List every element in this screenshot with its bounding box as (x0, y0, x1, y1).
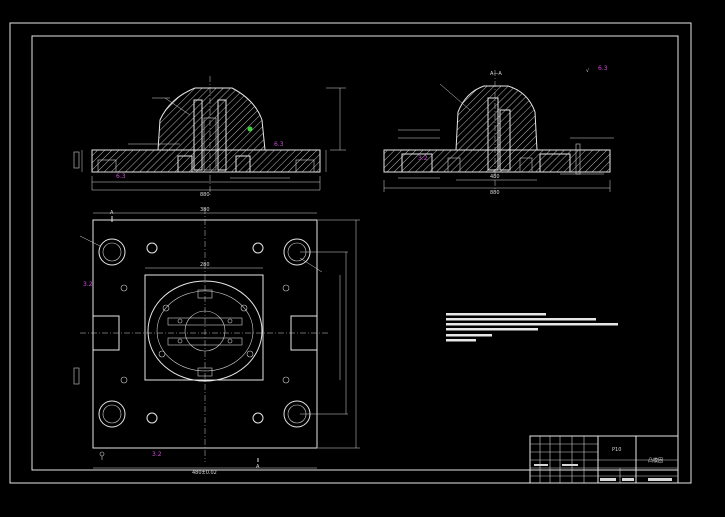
section-view: A—A 880 480 3.2 (383, 70, 614, 196)
svg-text:6.3: 6.3 (274, 141, 284, 148)
plan-cut-mark-bottom: A (256, 464, 260, 470)
front-core-slot-right (217, 99, 227, 171)
front-dome (157, 87, 266, 151)
plan-cut-mark-top: A (110, 210, 114, 216)
section-cut-label: A—A (490, 71, 502, 77)
section-roughness-mark: 3.2 (418, 155, 428, 162)
plan-bottom-dim: 480±0.02 (192, 470, 217, 476)
technical-notes (446, 313, 618, 342)
plan-roughness-mark: 3.2 (83, 281, 93, 288)
title-block-label: P10 (612, 447, 621, 453)
plan-top-dim: 380 (200, 207, 210, 213)
section-inner-dim: 480 (490, 174, 500, 180)
surface-finish-value: 6.3 (598, 65, 608, 72)
front-base-plate (91, 149, 321, 173)
front-weld-marker (247, 126, 253, 132)
section-dome (455, 85, 538, 151)
front-view: 880 6.3 6.3 (73, 76, 346, 198)
plan-view: 380 280 480±0.02 A A 3.2 3.2 (73, 207, 360, 476)
plan-boss (147, 280, 263, 382)
drawing-frame (9, 22, 692, 484)
svg-text:√: √ (586, 68, 590, 74)
title-block-drawing-name: 凸模固 (648, 457, 663, 464)
front-roughness-mark: 6.3 (116, 173, 126, 180)
plan-inner-pocket (144, 274, 264, 381)
surface-finish-note: √ 6.3 (586, 65, 608, 74)
title-block: P10 凸模固 (529, 435, 679, 484)
plan-inner-top-dim: 280 (200, 262, 210, 268)
front-width-dim: 880 (200, 192, 210, 198)
section-width-dim: 880 (490, 190, 500, 196)
front-core-slot-left (193, 99, 203, 171)
plan-roughness-mark-bottom: 3.2 (152, 451, 162, 458)
